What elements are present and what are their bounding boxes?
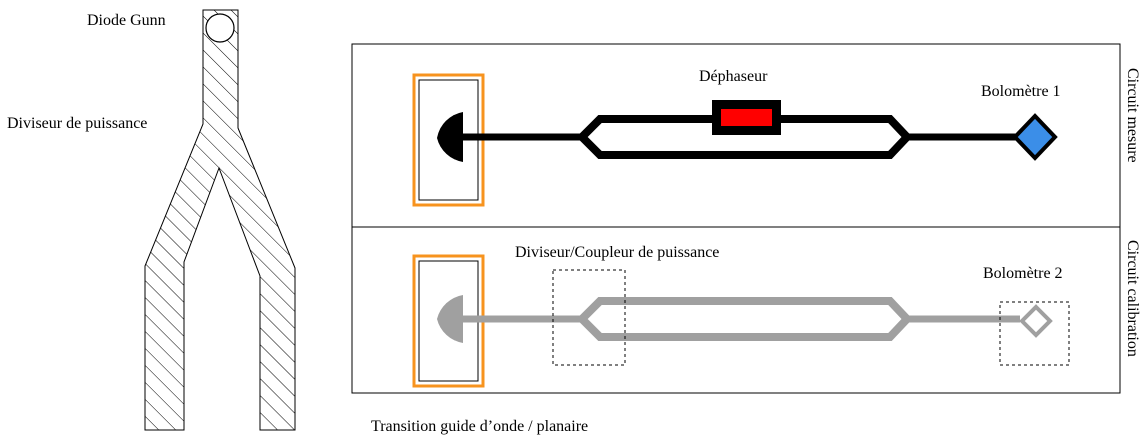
calibration-circuit [412, 254, 1070, 388]
transition-label: Transition guide d’onde / planaire [371, 418, 588, 435]
circuit-panel [351, 43, 1121, 394]
bolometer-2-icon [1019, 304, 1053, 338]
bolometer-1-icon [1012, 113, 1058, 161]
gunn-diode-label: Diode Gunn [87, 12, 166, 29]
gunn-diode-icon [205, 13, 235, 43]
power-divider-label: Diviseur de puissance [7, 115, 147, 132]
measurement-circuit [412, 73, 1058, 207]
radial-stub-bottom [437, 295, 463, 343]
calibration-loop [576, 297, 913, 341]
measurement-circuit-label: Circuit mesure [1124, 68, 1141, 163]
waveguide-power-divider [144, 9, 296, 431]
divider-coupler-box [552, 269, 626, 366]
phase-shifter-label: Déphaseur [699, 68, 768, 85]
calibration-circuit-label: Circuit calibration [1124, 240, 1141, 357]
bolometer-2-label: Bolomètre 2 [983, 265, 1063, 282]
divider-coupler-label: Diviseur/Coupleur de puissance [515, 244, 719, 261]
bolometer-1-label: Bolomètre 1 [981, 83, 1061, 100]
radial-stub-top [437, 112, 463, 162]
